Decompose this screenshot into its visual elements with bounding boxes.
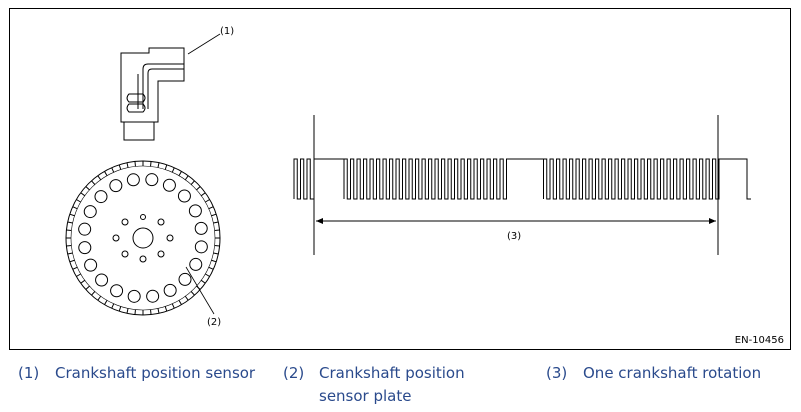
plate-hole (163, 283, 177, 297)
plate-tooth (208, 206, 214, 210)
plate-tooth (164, 306, 168, 312)
plate-tooth (118, 164, 122, 170)
plate-tooth (69, 213, 75, 217)
plate-tooth (80, 279, 86, 284)
plate-tooth (104, 171, 108, 176)
plate-hole (194, 221, 208, 235)
callout-3-label: (3) (507, 231, 521, 242)
plate-tooth (211, 259, 217, 263)
plate-tooth (97, 175, 102, 181)
plate-tooth (205, 199, 210, 203)
plate-tooth (66, 229, 72, 231)
plate-tooth (157, 162, 160, 168)
plate-tooth (205, 273, 210, 277)
plate-hole (110, 284, 124, 298)
plate-tooth (91, 180, 96, 185)
plate-tooth (111, 167, 115, 173)
legend-number: (1) (18, 364, 40, 382)
plate-hole (95, 273, 109, 287)
plate-tooth (190, 291, 195, 296)
plate-hole (94, 190, 108, 204)
plate-tooth (200, 192, 206, 197)
plate-tooth (213, 252, 219, 255)
diagram-svg: (1) (2) (3) (65, 26, 751, 328)
legend-text: One crankshaft rotation (583, 364, 762, 382)
crankshaft-position-sensor-plate (65, 160, 221, 316)
plate-tooth (184, 295, 189, 301)
callout-2-label: (2) (207, 317, 221, 328)
callout-1-leader (187, 33, 221, 55)
plate-tooth (184, 175, 189, 181)
plate-tooth (67, 252, 73, 255)
plate-tooth (190, 180, 195, 185)
figure-id: EN-10456 (734, 335, 784, 346)
plate-tooth (150, 309, 152, 315)
legend-number: (2) (283, 364, 305, 382)
legend-text: Crankshaft position sensor plate (319, 364, 465, 405)
plate-tooth (134, 161, 136, 167)
plate-tooth (66, 245, 72, 247)
plate-tooth (76, 199, 81, 203)
figure-frame: (1) (2) (3) (9, 8, 791, 350)
plate-tooth (126, 308, 129, 314)
plate-tooth (67, 221, 73, 224)
crankshaft-position-sensor (120, 47, 185, 141)
plate-hole (188, 204, 202, 218)
sensor-signal-waveform (293, 115, 751, 255)
plate-hole (126, 173, 140, 187)
plate-tooth (91, 291, 96, 296)
plate-hole (78, 241, 92, 255)
plate-hole (145, 173, 159, 187)
plate-hole (177, 189, 191, 203)
plate-tooth (178, 300, 182, 305)
callout-1-label: (1) (220, 26, 234, 37)
plate-hole (162, 178, 176, 192)
plate-tooth (208, 266, 214, 270)
legend-text: Crankshaft position sensor (55, 364, 256, 382)
plate-tooth (211, 213, 217, 217)
plate-tooth (76, 273, 81, 277)
plate-hole (189, 257, 203, 271)
plate-hole (178, 272, 192, 286)
plate-hole (78, 222, 92, 236)
plate-tooth (134, 309, 136, 315)
plate-tooth (118, 306, 122, 312)
plate-tooth (171, 167, 175, 173)
plate-tooth (126, 162, 129, 168)
plate-tooth (80, 192, 86, 197)
plate-tooth (72, 266, 78, 270)
plate-tooth (214, 245, 220, 247)
plate-tooth (164, 164, 168, 170)
plate-tooth (85, 186, 90, 191)
plate-tooth (85, 285, 90, 290)
plate-tooth (157, 308, 160, 314)
plate-tooth (97, 295, 102, 301)
legend-number: (3) (546, 364, 568, 382)
plate-tooth (213, 221, 219, 224)
plate-hole (194, 240, 208, 254)
plate-tooth (200, 279, 206, 284)
plate-hole (146, 289, 160, 303)
plate-tooth (72, 206, 78, 210)
plate-tooth (69, 259, 75, 263)
plate-tooth (150, 161, 152, 167)
plate-hole (83, 205, 97, 219)
plate-tooth (111, 303, 115, 309)
plate-tooth (178, 171, 182, 176)
plate-tooth (196, 186, 201, 191)
callout-2-leader (185, 266, 215, 315)
plate-tooth (104, 300, 108, 305)
plate-hole (127, 289, 141, 303)
plate-tooth (214, 229, 220, 231)
plate-hole (84, 258, 98, 272)
plate-tooth (171, 303, 175, 309)
plate-hole (109, 179, 123, 193)
